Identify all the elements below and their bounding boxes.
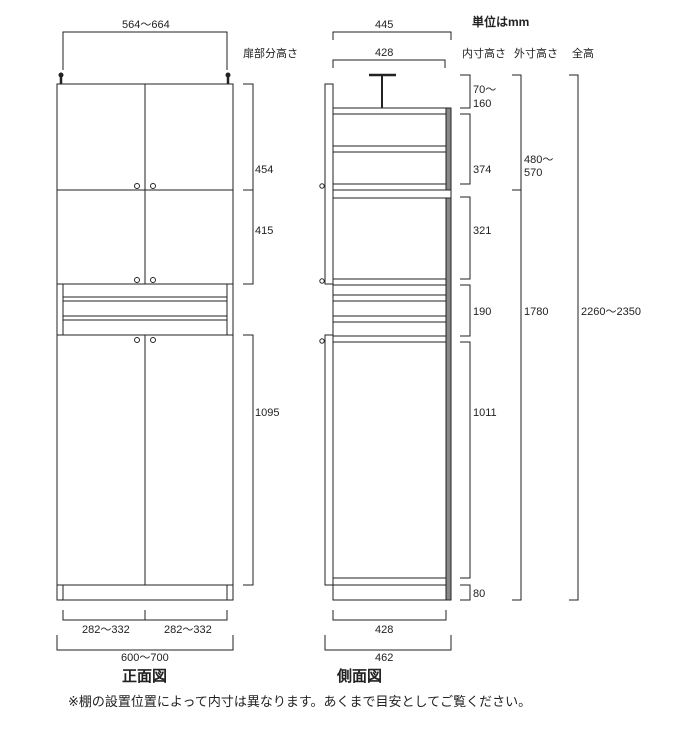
inner-height-3: 321 (473, 225, 491, 237)
front-view-title: 正面図 (122, 668, 167, 685)
inner-height-1a: 70〜 (473, 84, 496, 96)
units-label: 単位はmm (472, 14, 529, 29)
inner-height-5: 1011 (473, 407, 497, 419)
header-total-height: 全高 (572, 46, 594, 60)
cabinet-body-side (332, 107, 447, 601)
header-inner-height: 内寸高さ (462, 46, 506, 60)
total-width: 600〜700 (121, 652, 169, 664)
top-depth-outer: 445 (375, 19, 393, 31)
door-height-1: 454 (255, 164, 273, 176)
inner-height-6: 80 (473, 588, 485, 600)
inner-height-4: 190 (473, 306, 491, 318)
outer-height-2: 1780 (524, 306, 548, 318)
ceiling-anchor-icon (369, 73, 396, 108)
total-height: 2260〜2350 (581, 306, 641, 318)
inner-height-2: 374 (473, 164, 491, 176)
inner-height-1b: 160 (473, 98, 491, 110)
anchor-span-label: 564〜664 (122, 19, 170, 31)
front-view: 564〜664 454 415 1095 282〜332 282〜332 600… (56, 19, 279, 685)
outer-height-1a: 480〜 (524, 154, 553, 166)
footnote: ※棚の設置位置によって内寸は異なります。あくまで目安としてご覧ください。 (68, 694, 531, 709)
ceiling-anchor-icon (58, 72, 231, 84)
door-height-3: 1095 (255, 407, 279, 419)
bottom-depth-inner: 428 (375, 624, 393, 636)
side-view-title: 側面図 (336, 667, 382, 685)
header-door-height: 扉部分高さ (243, 46, 298, 60)
upper-door-side (324, 83, 334, 285)
door-knob-icon (134, 183, 156, 343)
door-width-left: 282〜332 (82, 624, 130, 636)
side-view: 445 428 70〜 160 374 321 190 1011 80 48 (319, 19, 641, 685)
outer-height-1b: 570 (524, 167, 542, 179)
anchor-span-dimension (62, 31, 228, 70)
bottom-depth-outer: 462 (375, 652, 393, 664)
door-knob-icon (319, 183, 325, 344)
open-shelf-section (56, 283, 234, 336)
door-width-right: 282〜332 (164, 624, 212, 636)
header-outer-height: 外寸高さ (514, 46, 558, 60)
top-depth-inner: 428 (375, 47, 393, 59)
lower-door-side (324, 334, 334, 586)
back-panel (445, 107, 452, 191)
door-height-2: 415 (255, 225, 273, 237)
base (56, 584, 234, 601)
